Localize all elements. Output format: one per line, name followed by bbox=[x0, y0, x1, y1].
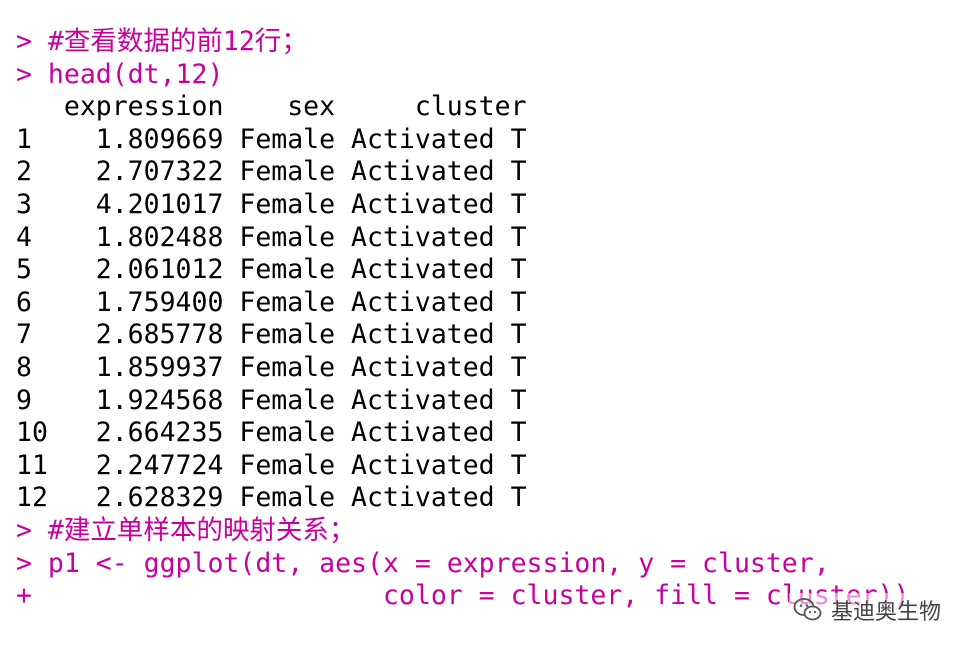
watermark-text: 基迪奥生物 bbox=[830, 600, 941, 625]
console-output-line: 4 1.802488 Female Activated T bbox=[16, 221, 527, 253]
console-output-line: 5 2.061012 Female Activated T bbox=[16, 254, 527, 286]
console-output-line: 1 1.809669 Female Activated T bbox=[16, 123, 527, 155]
console-output-line: 6 1.759400 Female Activated T bbox=[16, 286, 527, 318]
console-output-line: 2 2.707322 Female Activated T bbox=[16, 156, 527, 188]
console-output-line: 10 2.664235 Female Activated T bbox=[16, 417, 527, 449]
console-command-line: > p1 <- ggplot(dt, aes(x = expression, y… bbox=[16, 547, 830, 579]
console-command-line: > #查看数据的前12行； bbox=[16, 26, 308, 57]
console-output-line: 7 2.685778 Female Activated T bbox=[16, 319, 527, 351]
r-console: > #查看数据的前12行；> head(dt,12) expression se… bbox=[16, 26, 956, 613]
console-command-line: > #建立单样本的映射关系； bbox=[16, 514, 356, 546]
console-output-line: 3 4.201017 Female Activated T bbox=[16, 188, 527, 220]
watermark: 基迪奥生物 bbox=[788, 593, 945, 627]
console-output-line: 12 2.628329 Female Activated T bbox=[16, 482, 527, 514]
console-output-line: 8 1.859937 Female Activated T bbox=[16, 351, 527, 383]
console-output-line: 9 1.924568 Female Activated T bbox=[16, 384, 527, 416]
console-output-line: 11 2.247724 Female Activated T bbox=[16, 449, 527, 481]
console-output-line: expression sex cluster bbox=[16, 91, 527, 123]
console-command-line: > head(dt,12) bbox=[16, 58, 224, 90]
wechat-icon bbox=[793, 598, 822, 621]
